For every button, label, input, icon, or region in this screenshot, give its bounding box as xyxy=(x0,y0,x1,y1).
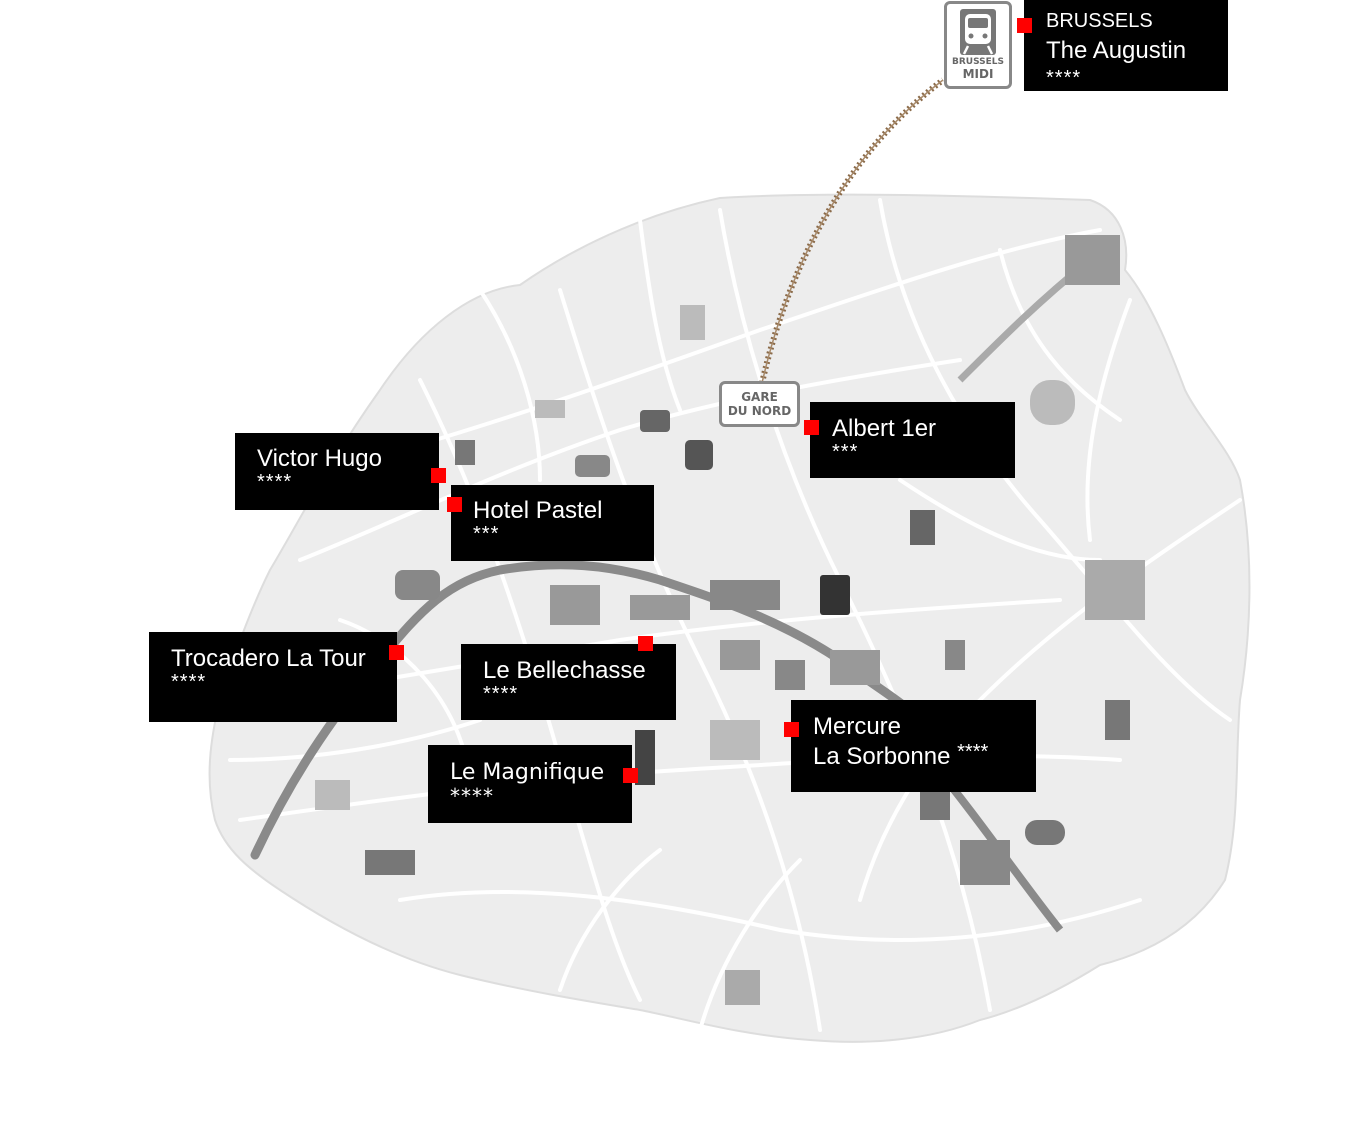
landmarks xyxy=(315,235,1145,1005)
hotel-label-trocadero-la-tour[interactable]: Trocadero La Tour **** xyxy=(149,632,397,722)
hotel-name: Le Bellechasse xyxy=(483,657,646,684)
hotel-stars: **** xyxy=(1046,67,1082,89)
rail-to-brussels-edge xyxy=(761,79,944,384)
hotel-stars: **** xyxy=(450,784,494,808)
train-icon xyxy=(960,9,996,55)
hotel-name: Hotel Pastel xyxy=(473,497,603,524)
hotel-marker-le-bellechasse[interactable] xyxy=(638,636,653,651)
hotel-marker-the-augustin[interactable] xyxy=(1017,18,1032,33)
hotel-label-albert-1er[interactable]: Albert 1er *** xyxy=(810,402,1015,478)
hotel-name-line-2-text: La Sorbonne xyxy=(813,743,951,770)
hotel-marker-le-magnifique[interactable] xyxy=(623,768,638,783)
hotel-marker-albert-1er[interactable] xyxy=(804,420,819,435)
hotel-stars: **** xyxy=(483,683,519,705)
hotel-stars: **** xyxy=(257,471,293,493)
hotel-name: Trocadero La Tour xyxy=(171,645,366,672)
hotel-name-line-1: Mercure xyxy=(813,713,902,740)
hotel-label-the-augustin[interactable]: BRUSSELS The Augustin **** xyxy=(1024,0,1228,91)
hotel-marker-trocadero-la-tour[interactable] xyxy=(389,645,404,660)
station-line-2: MIDI xyxy=(962,67,994,81)
gare-du-nord-station[interactable]: GARE DU NORD xyxy=(719,381,800,427)
hotel-label-le-bellechasse[interactable]: Le Bellechasse **** xyxy=(461,644,676,720)
hotel-stars: **** xyxy=(957,741,989,763)
hotel-marker-mercure-la-sorbonne[interactable] xyxy=(784,722,799,737)
station-line-1: GARE xyxy=(741,390,778,404)
station-line-1: BRUSSELS xyxy=(951,57,1005,67)
hotel-stars: *** xyxy=(832,441,859,463)
hotel-label-victor-hugo[interactable]: Victor Hugo **** xyxy=(235,433,439,510)
hotel-name: Albert 1er xyxy=(832,415,937,442)
hotel-label-mercure-la-sorbonne[interactable]: Mercure La Sorbonne **** xyxy=(791,700,1036,792)
hotel-marker-victor-hugo[interactable] xyxy=(431,468,446,483)
hotel-name: The Augustin xyxy=(1046,37,1187,64)
hotel-label-hotel-pastel[interactable]: Hotel Pastel *** xyxy=(451,485,654,561)
hotel-name-line-2: La Sorbonne **** xyxy=(813,741,1016,773)
hotel-stars: *** xyxy=(473,523,500,545)
station-line-2: DU NORD xyxy=(727,404,792,418)
hotel-name: Le Magnifique xyxy=(450,760,605,785)
hotel-label-le-magnifique[interactable]: Le Magnifique **** xyxy=(428,745,632,823)
hotel-stars: **** xyxy=(171,671,207,693)
brussels-midi-station[interactable]: BRUSSELS MIDI xyxy=(944,1,1012,89)
hotel-city: BRUSSELS xyxy=(1046,10,1153,32)
hotel-name: Victor Hugo xyxy=(257,445,382,472)
hotel-marker-hotel-pastel[interactable] xyxy=(447,497,462,512)
